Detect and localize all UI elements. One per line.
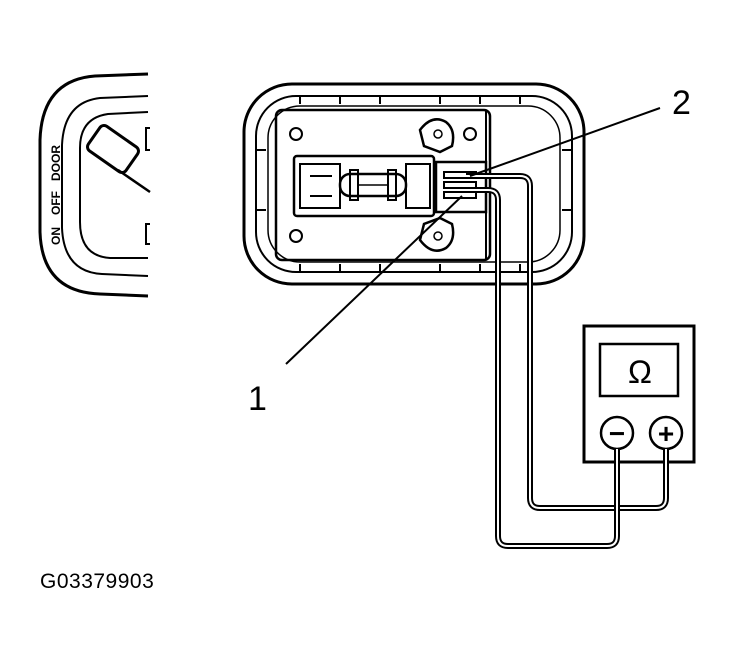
switch-label-off: OFF <box>49 191 63 215</box>
callout-2-leader <box>469 107 661 177</box>
ohm-symbol: Ω <box>628 354 652 390</box>
switch-label-door: DOOR <box>49 145 63 181</box>
callout-1-leader <box>285 195 463 365</box>
lamp-housing <box>242 82 586 286</box>
positive-terminal-symbol: + <box>658 418 674 449</box>
negative-terminal-symbol: − <box>609 418 625 449</box>
callout-1: 1 <box>248 380 267 418</box>
bulb-icon <box>338 169 408 201</box>
switch-knob <box>86 123 140 175</box>
screw-hole-icon <box>289 229 303 243</box>
switch-position-labels: ON OFF DOOR <box>49 145 63 245</box>
ohmmeter <box>582 324 696 464</box>
callout-2: 2 <box>672 84 691 122</box>
test-leads <box>466 173 669 549</box>
screw-hole-icon <box>289 127 303 141</box>
switch-detail: ON OFF DOOR <box>38 72 151 298</box>
screw-hole-icon <box>463 127 477 141</box>
figure-code: G03379903 <box>40 570 155 593</box>
switch-label-on: ON <box>49 227 63 245</box>
